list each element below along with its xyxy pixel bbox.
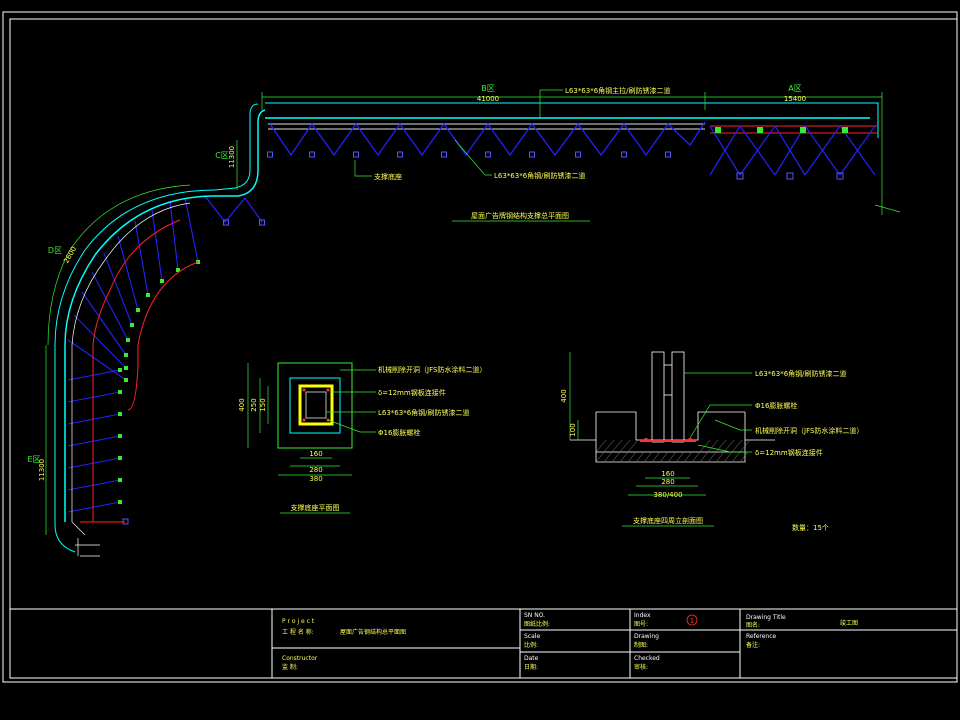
section-note-1: L63*63*6角钢/刷防锈漆二道 [755,369,847,378]
support-base-marker [485,151,491,158]
tb-date-en: Date [524,655,539,662]
section-dim-w3: 380/400 [653,491,682,499]
zone-a-dimension: 15400 [784,95,806,103]
note-diagonal-angle: L63*63*6角钢/刷防锈漆二道 [494,171,586,180]
section-dim-h2: 100 [569,423,577,436]
section-dim-w1: 160 [661,470,674,478]
tb-checked-en: Checked [634,655,660,662]
truss-zone-c [204,195,265,226]
base-note-3: L63*63*6角钢/刷防锈漆二道 [378,408,470,417]
support-quantity: 数量：15个 [792,523,829,532]
support-base-marker [529,151,535,158]
section-dims [569,352,752,496]
base-dim-h3: 150 [259,398,267,411]
support-base-marker [267,151,273,158]
plan-title: 屋面广告牌钢结构支撑总平面图 [471,211,569,220]
plan-curved-section [54,189,216,557]
base-dim-w3: 380 [309,475,322,483]
plan-leaders [354,89,563,177]
tb-project-cn: 工 程 名 称: [282,628,314,636]
tb-drawing-en: Drawing [634,633,659,640]
tb-sn-cn: 图纸比例: [524,620,550,628]
tb-title-value: 竣工图 [840,619,858,627]
zone-a-label: A区 [788,84,801,93]
section-note-3: 机械削除开洞（JFS防水涂料二道） [755,426,863,435]
tb-reference-cn: 备注: [746,641,760,649]
plan-straight-section [214,102,879,197]
base-plan-dims [247,363,376,476]
section-note-4: δ=12mm钢板连接件 [755,448,823,457]
support-base-marker [621,151,627,158]
zone-e-dimension: 11300 [38,459,46,481]
base-plan-title: 支撑底座平面图 [291,503,340,512]
zone-b-dimension: 41000 [477,95,499,103]
note-support-base: 支撑底座 [374,172,402,181]
section-dim-w2: 280 [661,478,674,486]
zone-e-label: E区 [27,455,40,464]
tb-index-value: 1 [690,617,694,625]
base-plan-drawing [277,362,353,449]
tb-title-cn: 图名: [746,621,760,629]
tb-sn-en: SN NO. [524,612,545,619]
support-base-marker [353,151,359,158]
truss-zone-a [709,125,876,180]
support-base-marker [665,151,671,158]
note-main-chord: L63*63*6角钢主拉/刷防锈漆二道 [565,86,671,95]
zone-b-label: B区 [481,84,495,93]
tb-scale-en: Scale [524,633,540,640]
tb-date-cn: 日期: [524,663,538,671]
support-base-marker [397,151,403,158]
section-note-2: Φ16膨胀螺栓 [755,401,797,410]
tb-drawing-cn: 制图: [634,641,648,649]
tb-index-circle [686,614,698,626]
section-hatch [595,439,751,463]
base-note-1: 机械削除开洞（JFS防水涂料二道） [378,365,486,374]
tb-constructor-cn: 监 制: [282,663,298,671]
zone-d-dimension: 2600 [62,245,78,264]
title-block [10,608,957,678]
inner-frame [9,18,958,679]
support-base-marker [786,172,794,180]
truss-zone-d-e [67,197,200,525]
section-title: 支撑底座四周立剖面图 [633,516,703,525]
tb-constructor-en: Constructor [282,655,318,662]
base-dim-w1: 160 [309,450,322,458]
base-note-4: Φ16膨胀螺栓 [378,428,420,437]
tb-project-en: P r o j e c t [282,618,315,625]
base-note-2: δ=12mm钢板连接件 [378,388,446,397]
tb-scale-cn: 比例: [524,641,538,649]
tb-index-cn: 图号: [634,621,648,628]
section-dim-h1: 400 [560,389,568,402]
tb-reference-en: Reference [746,633,777,640]
zone-d-label: D区 [48,246,62,255]
zone-c-label: C区 [215,151,229,160]
tb-index-en: Index [634,612,651,619]
base-dim-w2: 280 [309,466,322,474]
tb-title-en: Drawing Title [746,614,786,621]
support-base-marker [836,172,844,180]
support-base-marker [575,151,581,158]
tb-checked-cn: 审核: [634,663,648,671]
base-dim-h1: 400 [238,398,246,411]
plan-dimensions [45,92,901,535]
outer-frame [2,11,958,683]
support-base-marker [736,172,744,180]
truss-zone-b [267,121,706,158]
support-base-marker [441,151,447,158]
support-base-marker [309,151,315,158]
base-dim-h2: 250 [250,398,258,411]
tb-project-name: 屋面广告钢结构总平面图 [340,628,406,636]
section-drawing [570,351,775,463]
zone-c-dimension: 11300 [228,146,236,168]
